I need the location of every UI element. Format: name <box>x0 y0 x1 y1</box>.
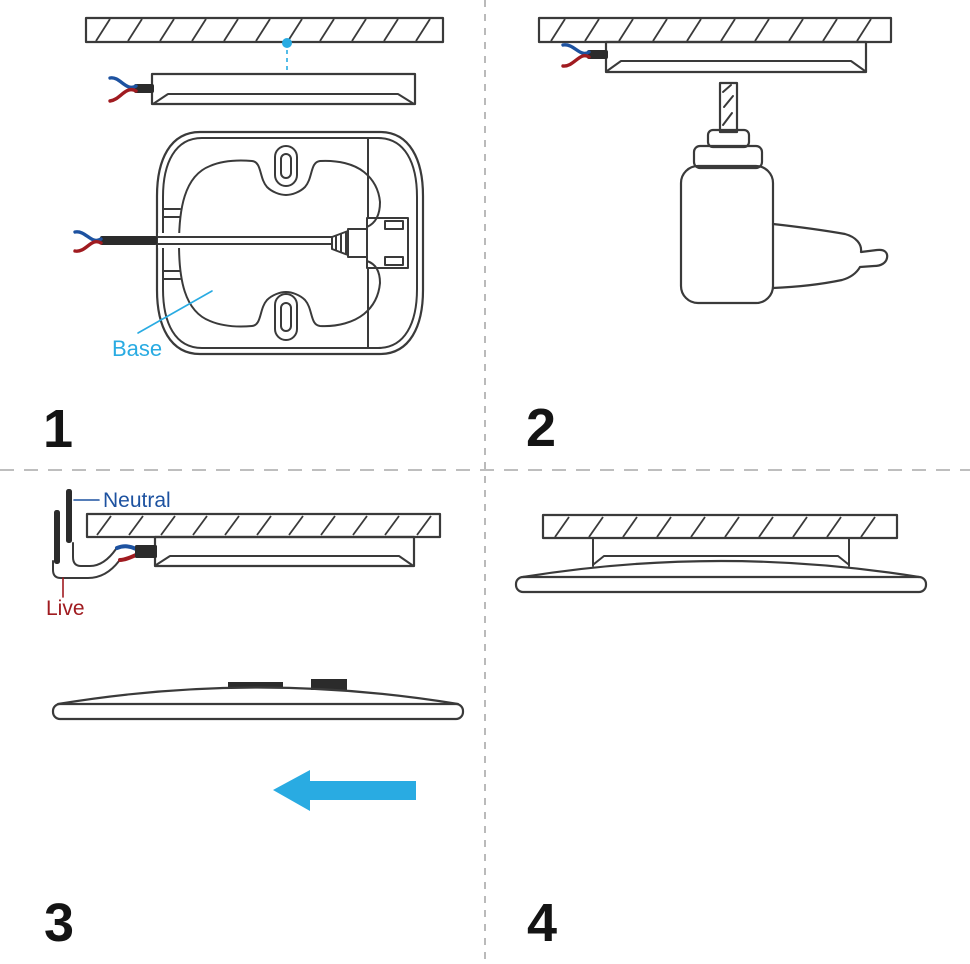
cable-tube-inner <box>72 542 117 567</box>
step-1-panel: Base 1 <box>43 16 445 459</box>
wiring-connection <box>52 542 157 579</box>
neutral-label: Neutral <box>103 489 171 512</box>
base-leader-line <box>137 290 213 334</box>
installed-fixture <box>514 537 928 594</box>
blue-wire-3 <box>115 544 138 551</box>
step-1-number: 1 <box>43 399 73 459</box>
ceiling-hatch-4 <box>554 516 876 538</box>
step-3-panel: Neutral Live <box>44 489 465 953</box>
mounting-plate-3 <box>153 535 416 568</box>
base-entry-cable <box>73 230 157 253</box>
drill-point-marker <box>282 38 292 48</box>
cable-sheath-base <box>100 236 157 245</box>
ceiling-3 <box>85 512 442 539</box>
fixture-dome-4 <box>521 559 921 579</box>
base-screw-slot-top <box>274 145 298 187</box>
ceiling-4 <box>541 513 899 540</box>
cable-tube-outer <box>52 560 120 579</box>
base-label: Base <box>112 336 162 361</box>
cable-connector-3 <box>135 545 157 558</box>
fixture-dome <box>56 686 460 706</box>
base-cable <box>157 236 333 245</box>
fixture-connector-block <box>311 679 347 690</box>
step-2-panel: 2 <box>526 16 893 458</box>
push-direction-arrow <box>273 770 416 811</box>
ceiling-hatch-3 <box>96 515 432 536</box>
step-4-number: 4 <box>527 893 557 953</box>
blue-wire-base <box>73 230 103 243</box>
light-fixture-3 <box>51 679 465 721</box>
fixture-base-ring-4 <box>514 575 928 594</box>
power-cable-1 <box>108 76 154 103</box>
red-wire-3 <box>118 553 138 562</box>
ceiling-2 <box>537 16 893 44</box>
ceiling-1 <box>84 16 445 44</box>
neutral-wire-end <box>66 489 72 543</box>
ceiling-hatch-1 <box>95 18 431 42</box>
drill-collar <box>692 144 764 170</box>
live-wire-end <box>54 510 60 564</box>
fixture-base-ring <box>51 702 465 721</box>
drill-icon <box>679 81 889 305</box>
fixture-contact-strip <box>228 682 283 688</box>
ceiling-hatch-2 <box>550 18 872 42</box>
mounting-plate-4 <box>592 537 850 567</box>
red-wire-2 <box>561 54 591 68</box>
red-wire-1 <box>108 87 138 103</box>
red-wire-base <box>73 240 103 253</box>
mounting-plate-1 <box>150 72 417 106</box>
stripped-wire-ends <box>54 489 72 564</box>
cable-sheath-2 <box>587 50 608 59</box>
cable-sheath-1 <box>134 84 154 93</box>
base-wall-tabs <box>162 208 181 280</box>
drill-body <box>679 164 775 305</box>
drill-handle <box>771 222 889 290</box>
base-diagram <box>73 130 425 356</box>
cable-socket <box>366 217 409 269</box>
base-screw-slot-bottom <box>274 293 298 341</box>
step-3-number: 3 <box>44 893 74 953</box>
base-outer-outline <box>155 130 425 356</box>
blue-wire-2 <box>561 43 591 56</box>
drill-bit <box>718 81 739 134</box>
step-2-number: 2 <box>526 398 556 458</box>
live-label: Live <box>46 597 85 620</box>
blue-wire-1 <box>108 76 138 89</box>
power-cable-2 <box>561 43 608 68</box>
mounting-plate-2 <box>604 40 868 74</box>
cable-plug <box>331 228 368 258</box>
base-recess-outline <box>178 159 381 328</box>
base-inner-rim <box>162 137 418 349</box>
step-4-panel: 4 <box>514 513 928 953</box>
